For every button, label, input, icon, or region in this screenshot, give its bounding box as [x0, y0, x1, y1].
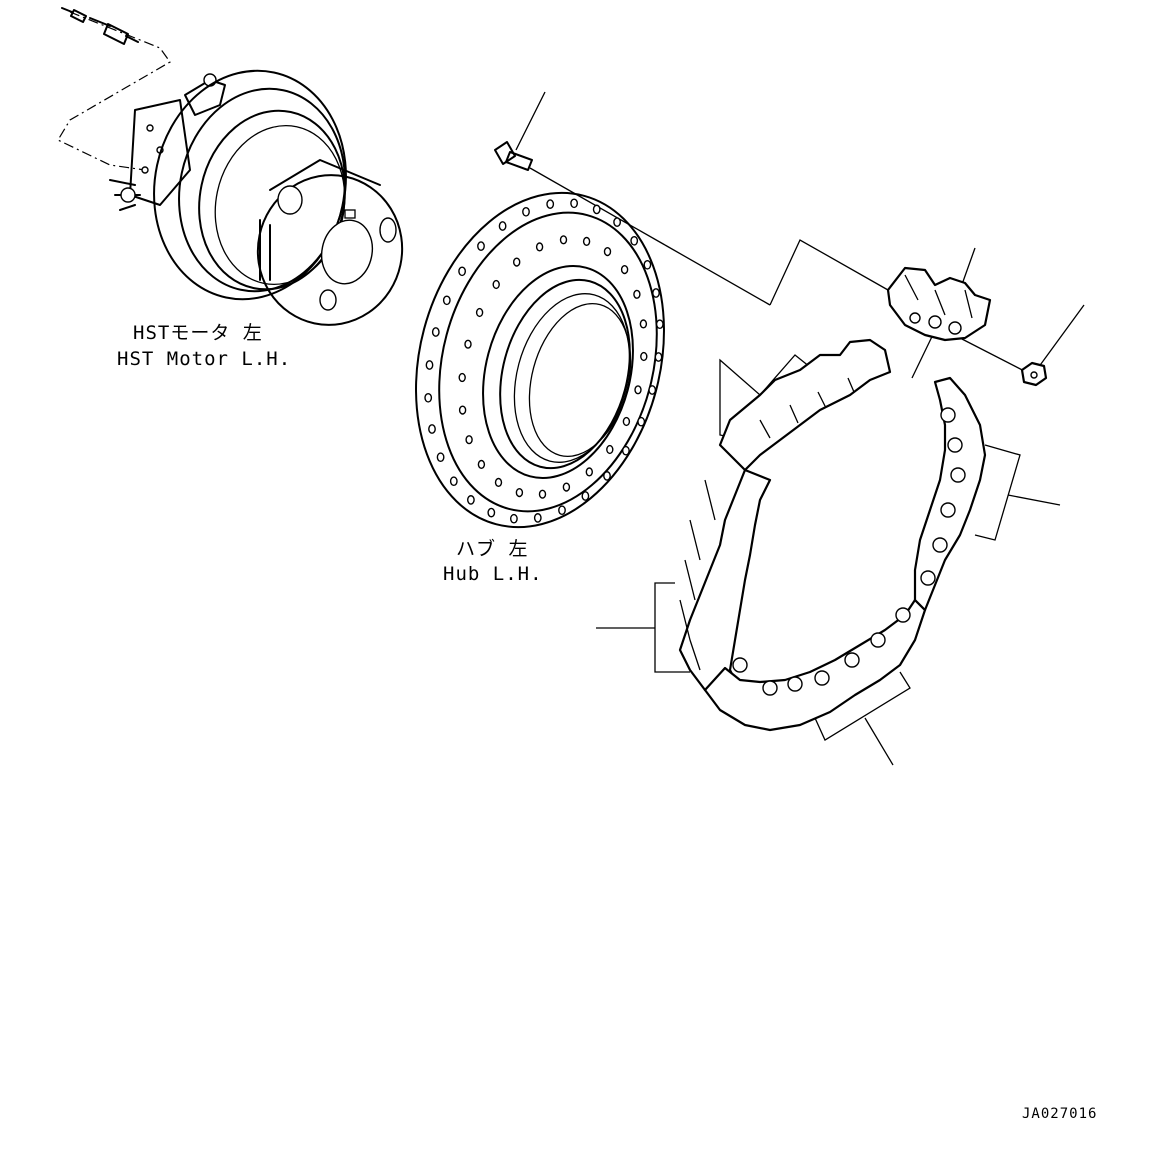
hub-bolt-hole	[533, 513, 542, 523]
hub-bolt-hole	[613, 217, 621, 227]
hub-bolt-hole	[546, 199, 555, 209]
hub-bolt-hole	[655, 319, 664, 330]
hub-bolt-hole	[643, 259, 652, 270]
hub-bolt-hole	[630, 235, 639, 246]
hub-bolt-hole	[562, 482, 571, 492]
hst-motor-drawing	[57, 7, 404, 326]
hub-bolt-hole	[424, 392, 433, 403]
drawing-code: JA027016	[1022, 1106, 1098, 1122]
hub-bolt-hole	[633, 289, 641, 299]
hub-bolt-hole	[620, 265, 629, 275]
hub-label-en: Hub L.H.	[443, 563, 543, 585]
hub-bolt-hole	[487, 507, 496, 518]
hub-bolt-hole	[522, 206, 530, 217]
hub-label-jp: ハブ 左	[456, 538, 529, 560]
hub-bolt-hole	[477, 241, 485, 251]
hub-bolt-hole	[538, 489, 547, 499]
hub-bolt-hole	[648, 385, 657, 395]
hub-bolt-hole	[535, 242, 544, 252]
hub-bolt-hole	[637, 416, 646, 427]
hub-bolt-hole	[634, 385, 642, 395]
hub-bolt-hole	[492, 279, 500, 290]
hub-bolt-hole	[458, 405, 467, 415]
hub-bolt-hole	[640, 351, 648, 362]
hub-bolt-hole	[515, 488, 524, 498]
hub-bolt-hole	[464, 339, 472, 349]
hub-bolt-hole	[606, 444, 614, 455]
hub-bolt-hole	[494, 477, 503, 488]
hub-bolt-hole	[442, 295, 451, 306]
hub-bolt-hole	[513, 257, 521, 267]
hub-bolt-hole	[570, 198, 578, 209]
hub-bolt-hole	[582, 236, 591, 247]
hub-bolt-hole	[585, 467, 593, 477]
hub-bolt-hole	[510, 513, 518, 524]
hub-bolt-hole	[559, 235, 568, 245]
hub-bolt-hole	[431, 327, 440, 337]
sprocket-segment-drawing	[678, 266, 1048, 732]
hub-bolt-hole	[449, 476, 458, 487]
hub-drawing	[415, 191, 665, 529]
leader-lines	[596, 239, 1085, 766]
hub-bolt-hole	[436, 452, 445, 463]
hub-bolt-hole	[603, 247, 612, 257]
motor-label-en: HST Motor L.H.	[117, 348, 292, 370]
hub-bolt-hole	[425, 360, 434, 370]
hub-bolt-hole	[654, 352, 663, 362]
hub-bolt-hole	[622, 445, 630, 456]
hub-bolt-hole	[466, 495, 475, 505]
hub-bolt-hole	[592, 204, 601, 215]
hub-bolt-hole	[652, 288, 660, 298]
hub-bolt-hole	[475, 307, 484, 318]
hub-bolt-hole	[465, 435, 473, 445]
hub-bolt-hole	[603, 471, 611, 481]
hub-bolt-hole	[428, 424, 436, 434]
hub-bolt-hole	[639, 319, 648, 329]
hub-bolt-hole	[458, 266, 466, 277]
hub-bolt-hole	[498, 221, 507, 231]
hub-bolt-hole	[477, 459, 486, 470]
bolt-drawing	[494, 91, 771, 306]
hub-bolt-hole	[458, 372, 466, 383]
motor-label-jp: HSTモータ 左	[133, 322, 263, 344]
hub-bolt-hole	[558, 505, 566, 516]
hub-bolt-hole	[622, 416, 631, 427]
hub-bolt-hole	[581, 491, 590, 501]
